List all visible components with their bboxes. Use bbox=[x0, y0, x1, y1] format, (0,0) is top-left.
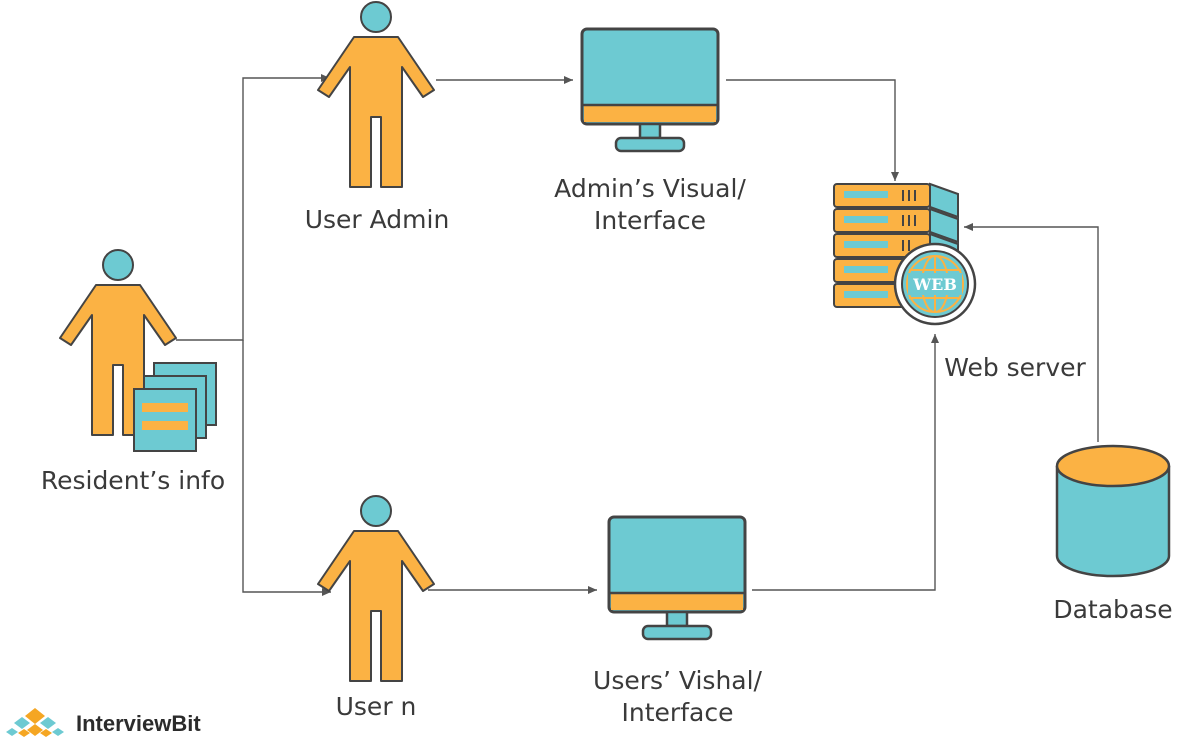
users-interface-label-line1: Users’ Vishal/ bbox=[593, 666, 762, 695]
database-icon bbox=[1055, 444, 1171, 578]
admin-monitor-icon bbox=[580, 27, 720, 153]
web-server-label: Web server bbox=[944, 353, 1086, 382]
user-admin-label: User Admin bbox=[304, 205, 450, 234]
web-badge-text: WEB bbox=[912, 275, 957, 294]
users-interface-label-line2: Interface bbox=[621, 698, 734, 727]
user-n-label: User n bbox=[335, 692, 417, 721]
user-admin-person-icon bbox=[317, 1, 435, 188]
connector-admin-monitor-to-server bbox=[726, 79, 899, 181]
documents-icon bbox=[133, 362, 217, 452]
connector-resident-to-admin bbox=[176, 74, 330, 341]
admin-interface-label-line2: Interface bbox=[594, 206, 706, 235]
admin-interface-label-line1: Admin’s Visual/ bbox=[554, 174, 746, 203]
interviewbit-logo bbox=[6, 708, 64, 737]
user-n-person-icon bbox=[317, 495, 435, 682]
resident-info-label: Resident’s info bbox=[40, 466, 226, 495]
connectors bbox=[176, 74, 1099, 596]
connector-user-monitor-to-server bbox=[752, 334, 939, 591]
database-label: Database bbox=[1053, 595, 1173, 624]
globe-icon: WEB bbox=[893, 242, 977, 326]
web-server-icon: WEB bbox=[833, 182, 977, 326]
connector-resident-to-user bbox=[242, 340, 331, 596]
brand-name: InterviewBit bbox=[76, 711, 201, 736]
users-monitor-icon bbox=[607, 515, 747, 641]
connector-database-to-server bbox=[964, 223, 1099, 442]
